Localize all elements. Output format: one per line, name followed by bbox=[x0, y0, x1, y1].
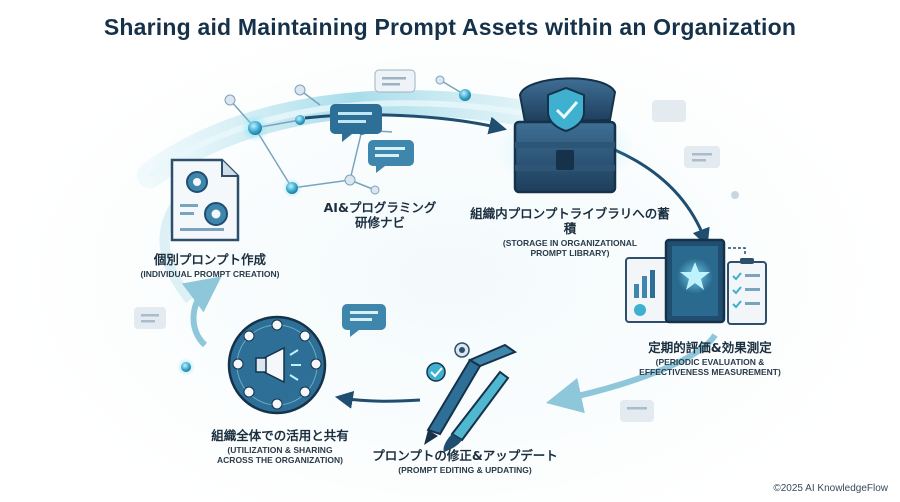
step-periodic-evaluation: 定期的評価&効果測定 (PERIODIC EVALUATION & EFFECT… bbox=[620, 340, 800, 377]
arrow-to-sharing bbox=[334, 390, 421, 409]
document-gear-icon bbox=[170, 158, 240, 242]
step-label-jp: 組織全体での活用と共有 bbox=[211, 428, 349, 443]
step-label-en: (STORAGE IN ORGANIZATIONAL PROMPT LIBRAR… bbox=[502, 238, 638, 258]
step-label-jp: 組織内プロンプトライブラリへの蓄積 bbox=[470, 206, 670, 236]
step-label-jp: 定期的評価&効果測定 bbox=[648, 340, 772, 355]
treasure-chest-icon bbox=[495, 77, 635, 194]
step-label-en: (PERIODIC EVALUATION & EFFECTIVENESS MEA… bbox=[639, 357, 781, 377]
step-label-en: (PROMPT EDITING & UPDATING) bbox=[398, 465, 532, 475]
page-title: Sharing aid Maintaining Prompt Assets wi… bbox=[103, 14, 797, 40]
arrow-to-creation bbox=[181, 276, 222, 348]
community-megaphone-icon bbox=[227, 315, 327, 415]
pen-brush-icon bbox=[424, 342, 518, 452]
step-label-en: (UTILIZATION & SHARING ACROSS THE ORGANI… bbox=[217, 445, 343, 465]
step-library-storage: 組織内プロンプトライブラリへの蓄積 (STORAGE IN ORGANIZATI… bbox=[470, 206, 670, 258]
training-line-2: 研修ナビ bbox=[354, 215, 405, 230]
training-navi-label: AI&プログラミング 研修ナビ bbox=[310, 200, 450, 230]
step-label-jp: 個別プロンプト作成 bbox=[153, 252, 267, 267]
step-label-en: (INDIVIDUAL PROMPT CREATION) bbox=[140, 269, 280, 279]
chat-bubbles bbox=[134, 69, 739, 422]
network-orbs bbox=[224, 75, 471, 198]
step-label-jp: プロンプトの修正&アップデート bbox=[372, 448, 558, 463]
copyright-footer: ©2025 AI KnowledgeFlow bbox=[773, 483, 888, 494]
step-individual-creation: 個別プロンプト作成 (INDIVIDUAL PROMPT CREATION) bbox=[125, 252, 295, 279]
arrow-to-editing bbox=[545, 333, 718, 414]
training-line-1: AI&プログラミング bbox=[323, 200, 437, 215]
evaluation-dashboard-icon bbox=[625, 238, 767, 325]
step-utilization-sharing: 組織全体での活用と共有 (UTILIZATION & SHARING ACROS… bbox=[195, 428, 365, 465]
step-editing-updating: プロンプトの修正&アップデート (PROMPT EDITING & UPDATI… bbox=[365, 448, 565, 475]
arrow-to-library bbox=[304, 113, 508, 135]
